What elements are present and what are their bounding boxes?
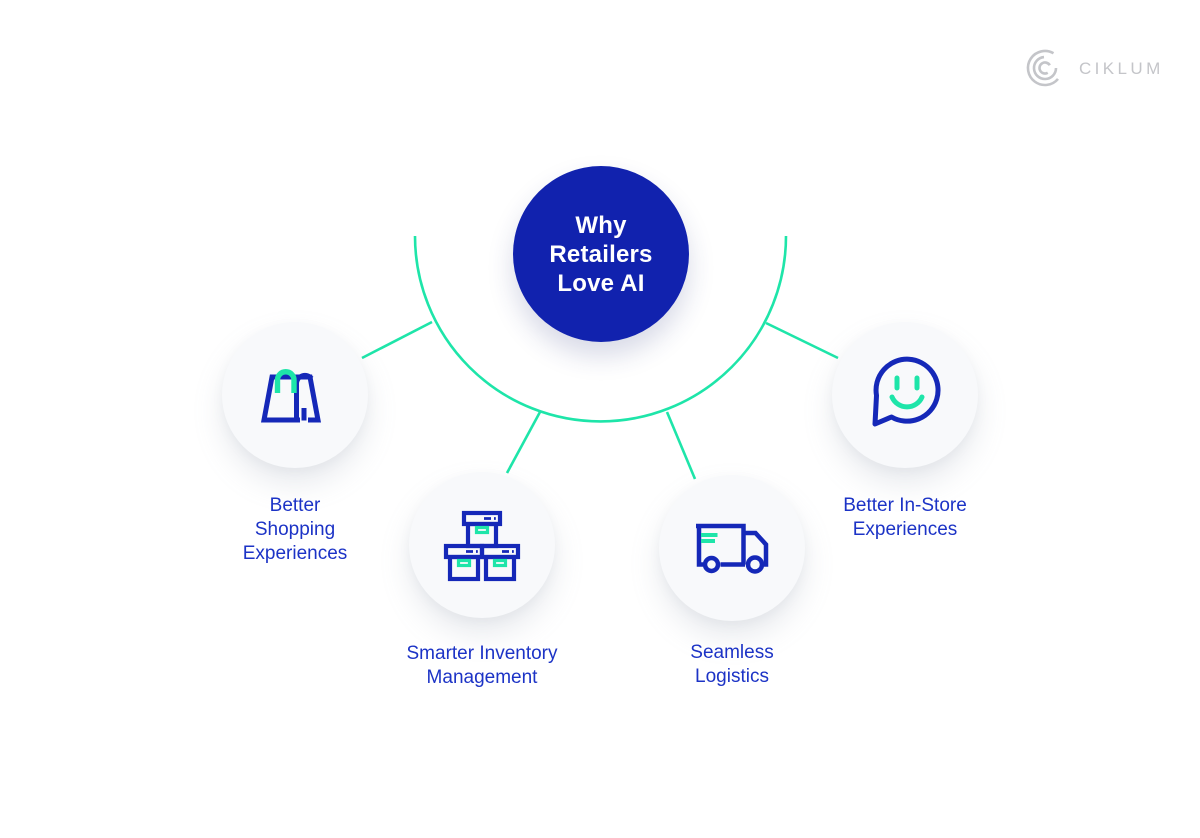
spoke-shopping — [361, 320, 433, 360]
spoke-inventory — [505, 411, 542, 474]
central-topic-title: Why Retailers Love AI — [549, 211, 653, 297]
node-inventory-management: Smarter Inventory Management — [382, 472, 582, 690]
chat-smiley-icon — [872, 356, 941, 427]
node-instore-experiences: Better In-Store Experiences — [805, 322, 1005, 542]
hub-arc — [413, 235, 788, 423]
inventory-boxes-icon — [443, 510, 521, 582]
node-seamless-logistics: Seamless Logistics — [632, 475, 832, 689]
node-label: Seamless Logistics — [690, 642, 774, 687]
node-label: Better In-Store Experiences — [843, 495, 967, 540]
delivery-truck-icon — [696, 523, 769, 574]
node-circle-shopping — [222, 322, 368, 468]
spoke-instore — [765, 321, 839, 360]
brand-logo: CIKLUM — [1024, 46, 1164, 90]
node-label: Better Shopping Experiences — [242, 495, 348, 564]
node-circle-instore — [832, 322, 978, 468]
central-topic: Why Retailers Love AI — [513, 166, 689, 342]
ciklum-logo-icon — [1026, 49, 1059, 87]
node-shopping-experiences: Better Shopping Experiences — [195, 322, 395, 566]
brand-name: CIKLUM — [1079, 59, 1164, 78]
node-circle-inventory — [409, 472, 555, 618]
spoke-logistics — [665, 411, 697, 480]
node-circle-logistics — [659, 475, 805, 621]
shopping-bag-icon — [260, 369, 322, 424]
node-label: Smarter Inventory Management — [406, 643, 558, 688]
